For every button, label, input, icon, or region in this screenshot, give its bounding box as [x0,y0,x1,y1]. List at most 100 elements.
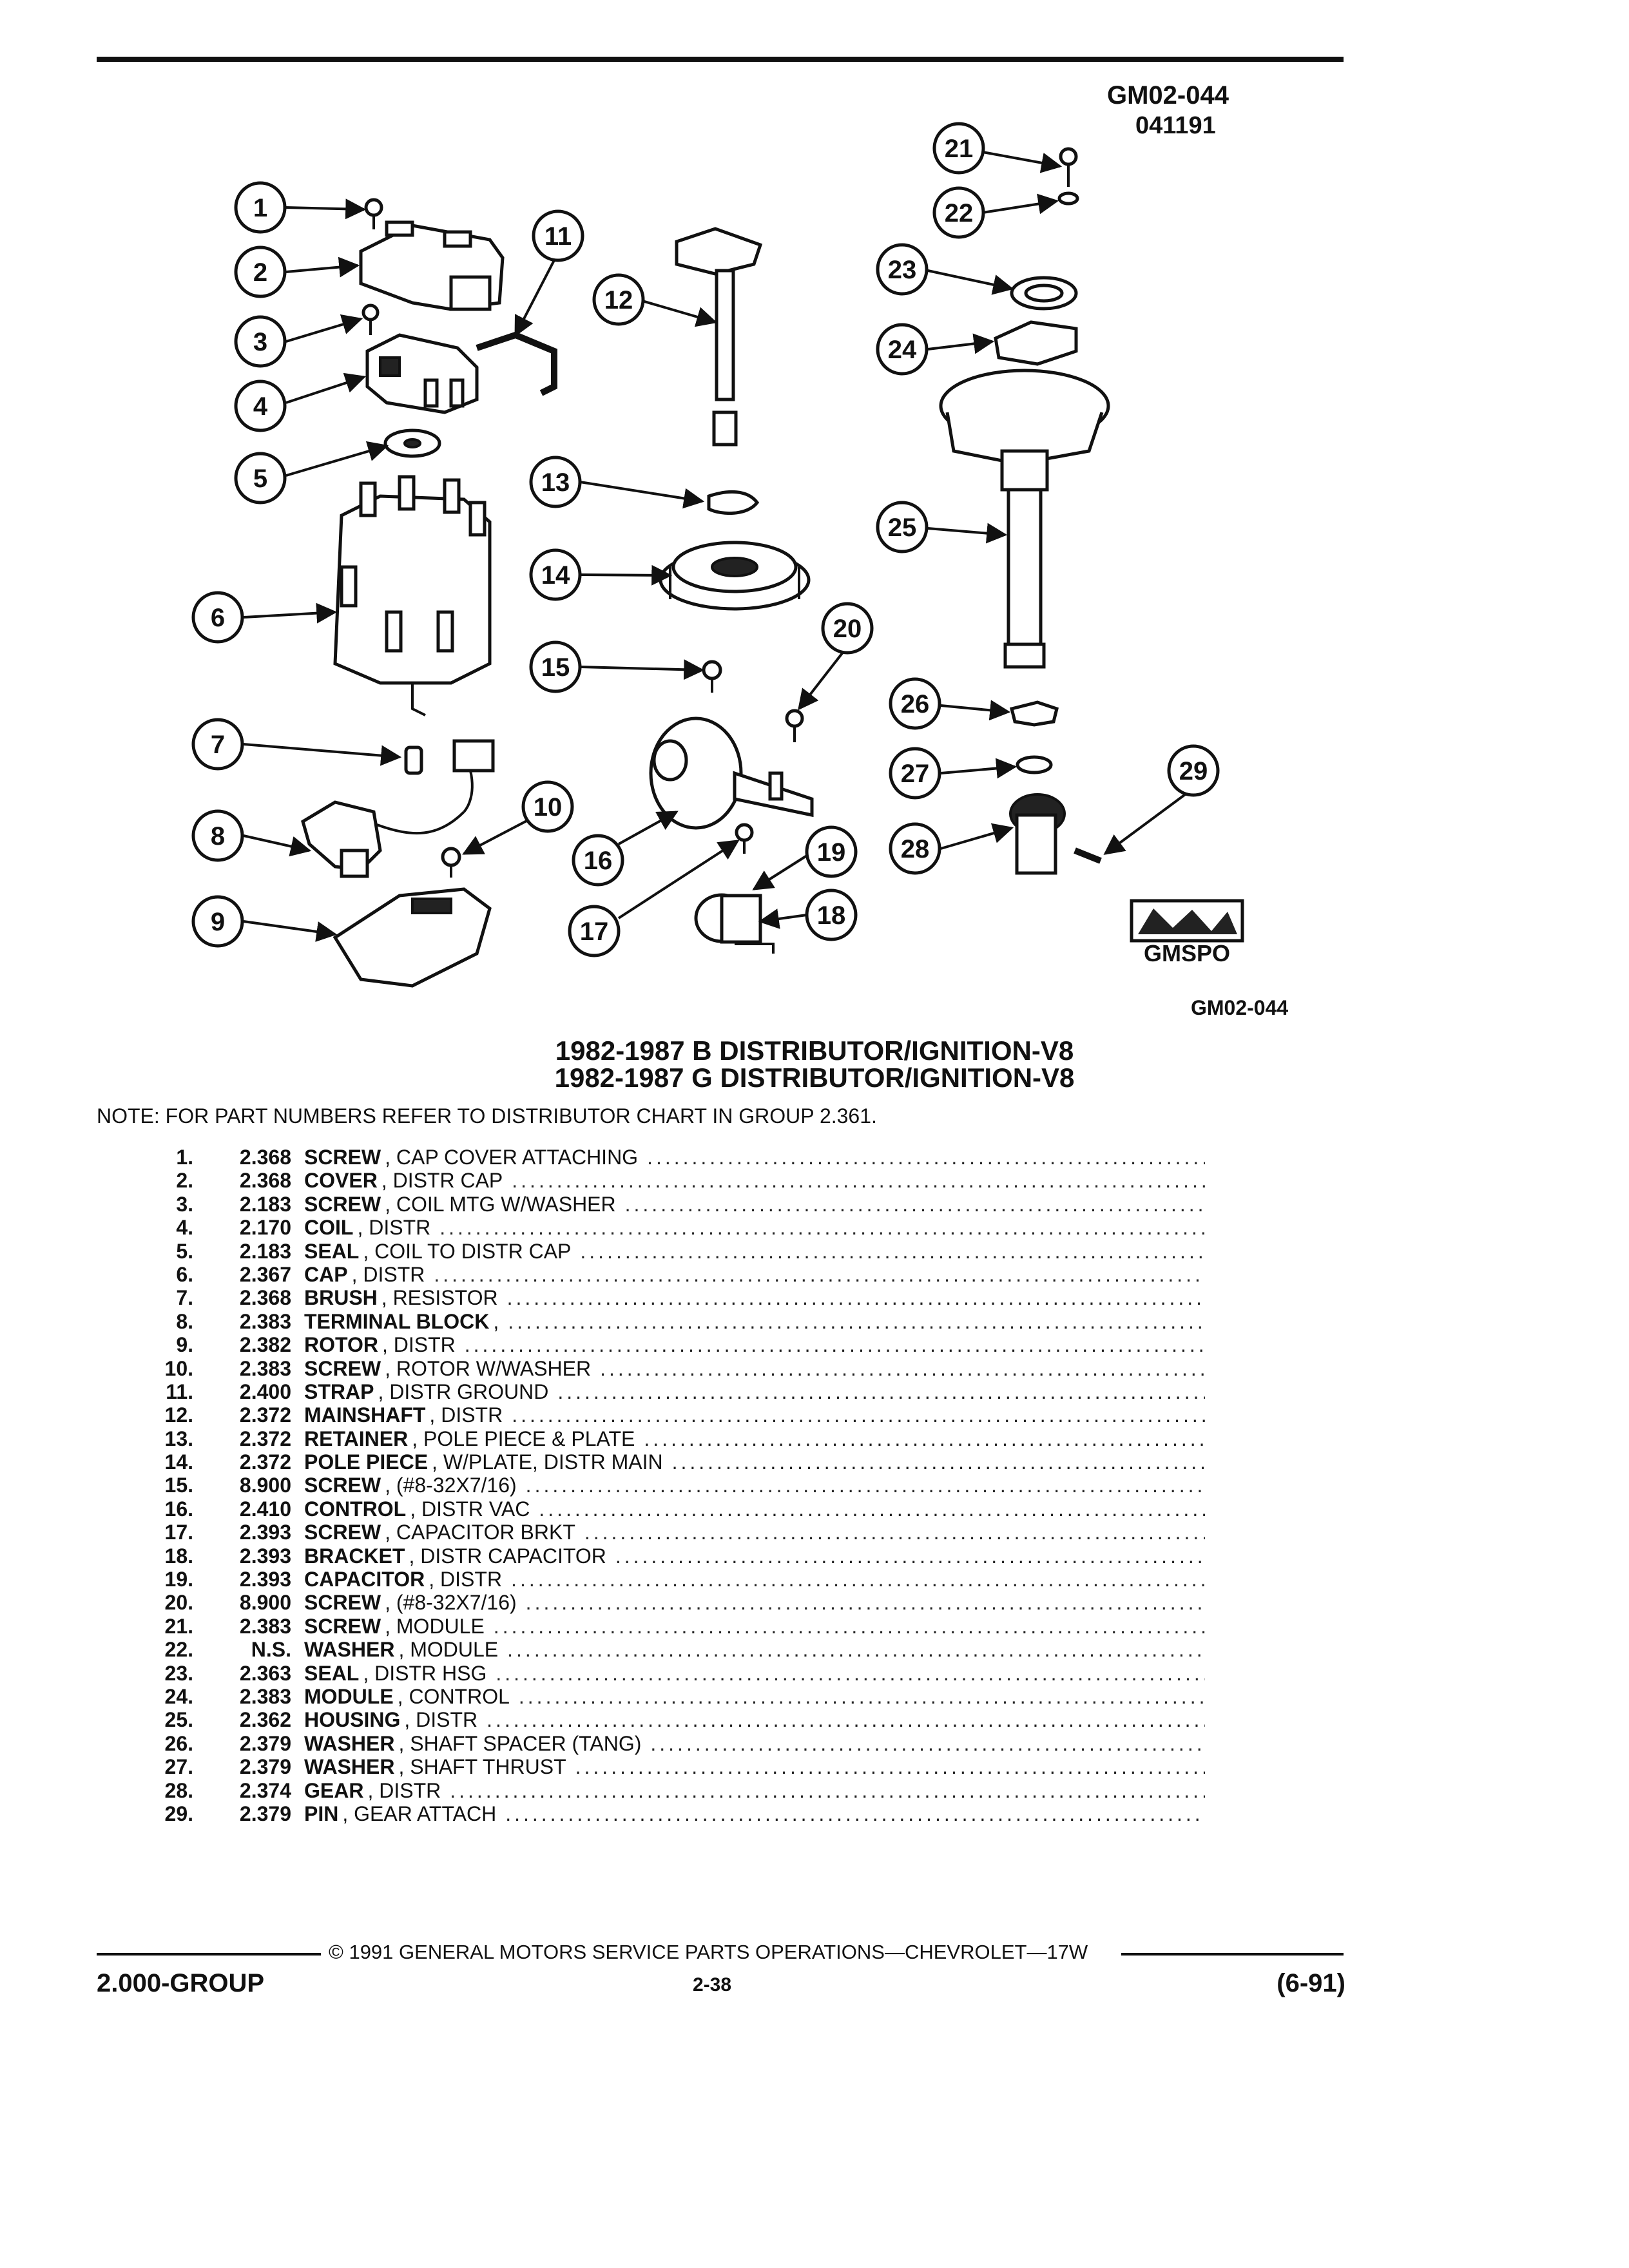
part-description: , COIL MTG W/WASHER [385,1192,616,1216]
list-item: 28. 2.374 GEAR , DISTR [148,1779,1205,1802]
svg-text:12: 12 [604,286,633,314]
dot-leader [584,1521,1205,1544]
dot-leader [575,1755,1205,1778]
dot-leader [672,1450,1205,1474]
callout-11: 11 [532,209,584,262]
part-12-mainshaft [675,227,763,447]
part-name: CAP [304,1262,348,1286]
part-name: WASHER [304,1638,395,1662]
dot-leader [557,1380,1205,1403]
part-name: SCREW [304,1474,381,1497]
part-name: GEAR [304,1778,364,1802]
part-name: COIL [304,1216,354,1240]
group-number: 2.379 [239,1731,291,1755]
part-description: , (#8-32X7/16) [385,1591,517,1615]
svg-text:4: 4 [253,392,268,421]
part-number: 9. [176,1333,193,1357]
part-description: , DISTR [381,1333,456,1357]
part-description: , GEAR ATTACH [342,1802,497,1825]
part-name: STRAP [304,1379,374,1403]
list-item: 1. 2.368 SCREW , CAP COVER ATTACHING [148,1146,1205,1169]
top-rule [97,57,1344,62]
part-name: BRUSH [304,1286,378,1310]
part-name: SCREW [304,1356,381,1380]
callout-24: 24 [876,323,929,376]
group-number: 2.383 [239,1614,291,1638]
part-number: 20. [164,1591,193,1615]
part-number: 17. [164,1521,193,1544]
callout-22: 22 [932,186,985,239]
list-item: 11. 2.400 STRAP , DISTR GROUND [148,1380,1205,1403]
part-name: SEAL [304,1239,360,1263]
figure-date: 041191 [1135,112,1216,139]
part-name: SCREW [304,1192,381,1216]
dot-leader [615,1544,1205,1568]
part-description: , SHAFT THRUST [398,1755,566,1779]
callout-27: 27 [889,747,941,800]
part-name: TERMINAL BLOCK [304,1309,490,1333]
part-27-thrust-washer [1016,755,1053,774]
part-16-vacuum-control [649,716,814,830]
callout-26: 26 [889,677,941,730]
part-name: SCREW [304,1591,381,1615]
title-line-2: 1982-1987 G DISTRIBUTOR/IGNITION-V8 [554,1062,1075,1093]
part-23-seal [1010,276,1078,311]
part-10-screw [441,847,461,878]
group-number: 2.362 [239,1708,291,1732]
part-7-brush [404,745,423,775]
list-item: 5. 2.183 SEAL , COIL TO DISTR CAP [148,1240,1205,1263]
list-item: 25. 2.362 HOUSING , DISTR [148,1708,1205,1731]
group-number: 8.900 [239,1474,291,1497]
part-description: , ROTOR W/WASHER [385,1356,592,1380]
dot-leader [512,1403,1205,1427]
note-text: NOTE: FOR PART NUMBERS REFER TO DISTRIBU… [97,1104,877,1128]
group-number: 2.383 [239,1309,291,1333]
part-number: 4. [176,1216,193,1240]
group-number: 2.170 [239,1216,291,1240]
callout-13: 13 [529,456,582,508]
dot-leader [644,1427,1205,1450]
dot-leader [505,1802,1205,1825]
part-9-rotor [333,887,492,988]
part-number: 27. [164,1755,193,1779]
svg-text:15: 15 [541,653,570,682]
parts-list: 1. 2.368 SCREW , CAP COVER ATTACHING 2. … [148,1146,1205,1825]
part-name: CAPACITOR [304,1568,425,1591]
part-number: 21. [164,1614,193,1638]
list-item: 27. 2.379 WASHER , SHAFT THRUST [148,1755,1205,1778]
part-18-bracket [735,943,775,954]
part-name: MODULE [304,1684,394,1708]
callout-1: 1 [234,181,287,234]
list-item: 18. 2.393 BRACKET , DISTR CAPACITOR [148,1544,1205,1568]
part-4-coil [365,333,479,414]
list-item: 13. 2.372 RETAINER , POLE PIECE & PLATE [148,1427,1205,1450]
part-number: 28. [164,1778,193,1802]
list-item: 6. 2.367 CAP , DISTR [148,1263,1205,1286]
part-description: , SHAFT SPACER (TANG) [398,1731,642,1755]
part-number: 24. [164,1684,193,1708]
part-name: SEAL [304,1661,360,1685]
list-item: 7. 2.368 BRUSH , RESISTOR [148,1286,1205,1309]
part-name: HOUSING [304,1708,401,1732]
footer-rule-left [97,1953,321,1956]
part-25-housing [939,369,1110,669]
part-description: , COIL TO DISTR CAP [363,1239,572,1263]
callout-2: 2 [234,245,287,298]
dot-leader [600,1357,1205,1380]
part-29-pin [1074,847,1102,864]
group-number: 2.374 [239,1778,291,1802]
figure-id-bottom: GM02-044 [1191,996,1289,1019]
list-item: 26. 2.379 WASHER , SHAFT SPACER (TANG) [148,1732,1205,1755]
dot-leader [647,1146,1205,1169]
part-number: 15. [164,1474,193,1497]
svg-text:18: 18 [817,901,846,930]
part-26-spacer-washer [1009,700,1059,727]
part-6-distr-cap [333,475,492,716]
part-number: 16. [164,1497,193,1521]
callout-10: 10 [521,780,574,833]
part-name: WASHER [304,1731,395,1755]
footer-copyright: © 1991 GENERAL MOTORS SERVICE PARTS OPER… [329,1941,1088,1963]
list-item: 22. N.S. WASHER , MODULE [148,1638,1205,1661]
part-name: POLE PIECE [304,1450,429,1474]
dot-leader [450,1779,1205,1802]
